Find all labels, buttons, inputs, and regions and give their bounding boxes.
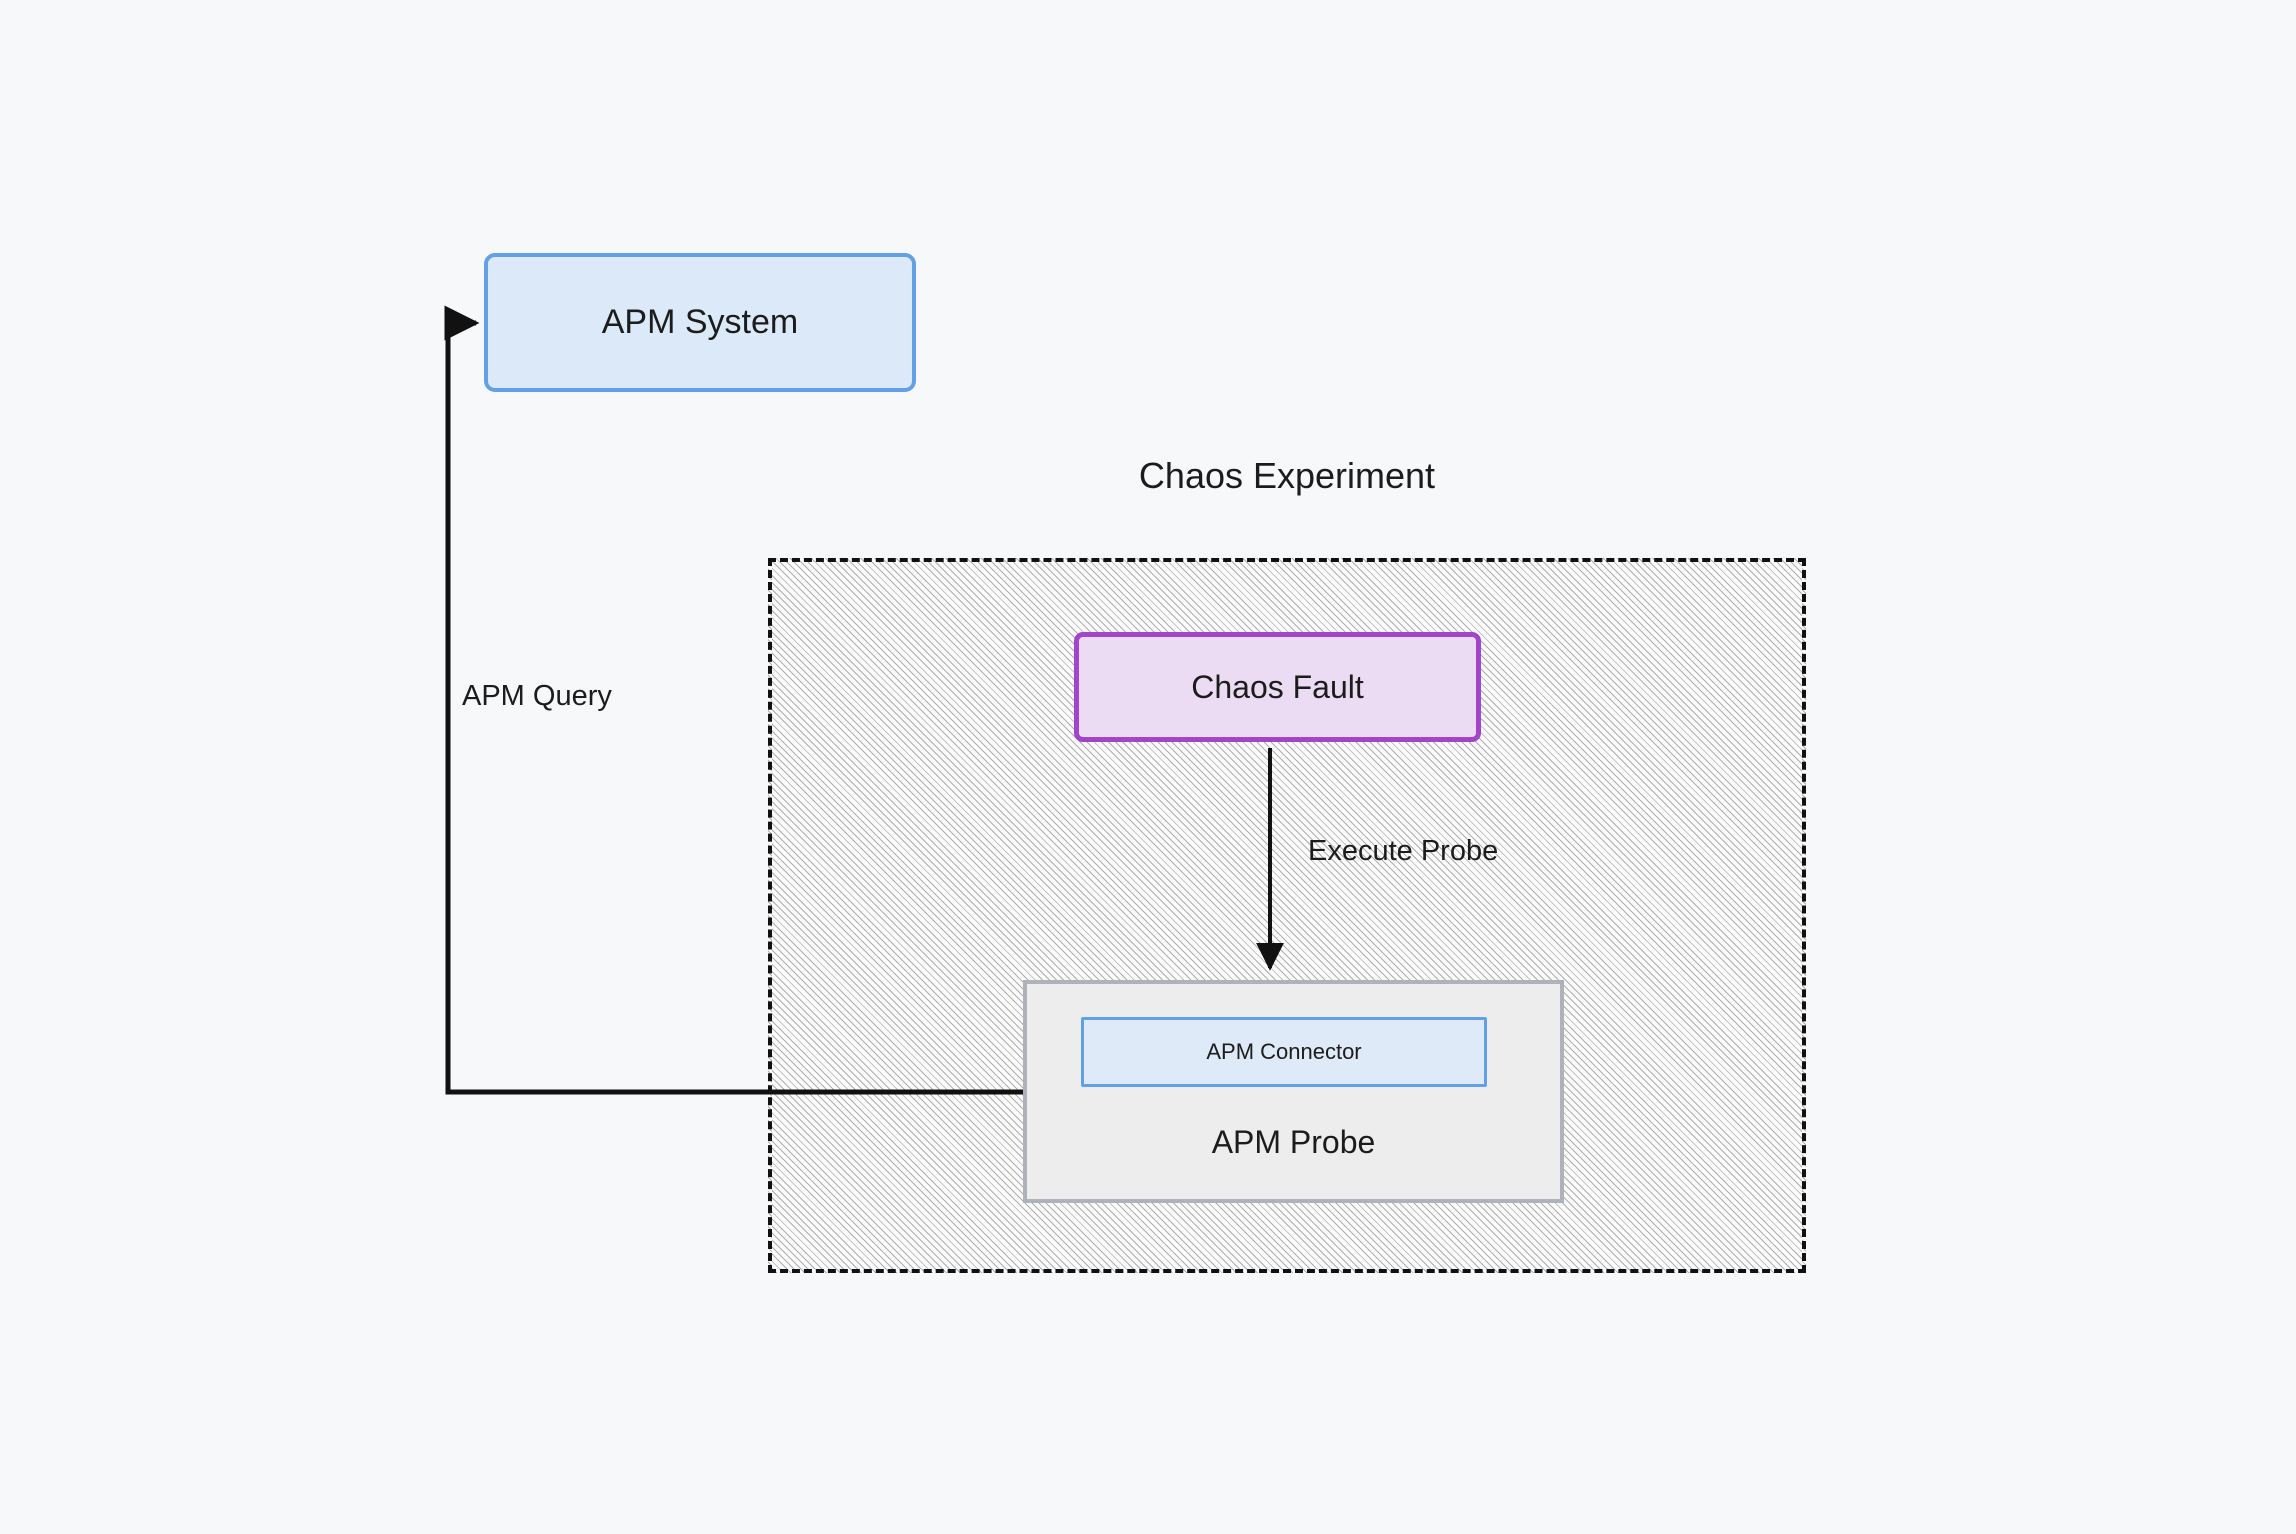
edge-label-execute-probe: Execute Probe — [1308, 835, 1499, 867]
node-chaos-fault[interactable]: Chaos Fault — [1074, 632, 1481, 742]
node-apm-system[interactable]: APM System — [484, 253, 916, 392]
node-apm-connector-label: APM Connector — [1206, 1038, 1362, 1064]
node-chaos-fault-label: Chaos Fault — [1191, 668, 1364, 705]
chaos-experiment-title: Chaos Experiment — [1138, 455, 1436, 496]
node-apm-probe[interactable]: APM Probe — [1023, 980, 1564, 1203]
node-apm-connector[interactable]: APM Connector — [1081, 1017, 1487, 1087]
edge-label-apm-query: APM Query — [462, 680, 612, 712]
node-apm-system-label: APM System — [601, 303, 799, 342]
node-apm-probe-label: APM Probe — [1211, 1124, 1376, 1160]
